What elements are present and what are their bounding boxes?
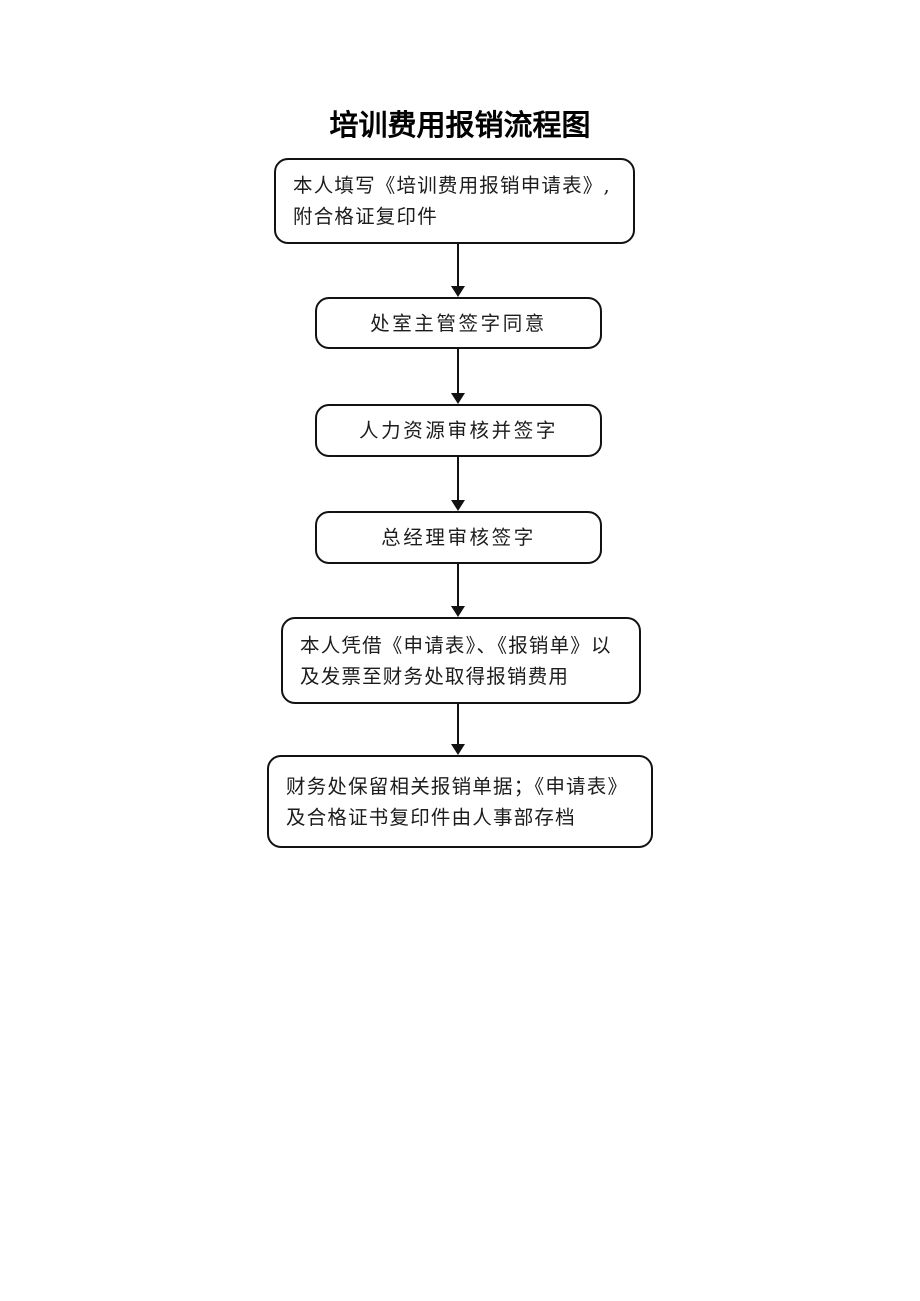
- flow-node-label: 人力资源审核并签字: [359, 419, 558, 442]
- arrow-head-icon: [451, 606, 465, 617]
- flow-node-step-2[interactable]: 处室主管签字同意: [315, 297, 602, 349]
- flow-connector-5-to-6: [447, 704, 469, 755]
- flow-node-label: 本人凭借《申请表》、《报销单》以 及发票至财务处取得报销费用: [300, 633, 612, 688]
- flow-node-label: 本人填写《培训费用报销申请表》, 附合格证复印件: [293, 174, 611, 228]
- arrow-head-icon: [451, 744, 465, 755]
- flow-node-step-4[interactable]: 总经理审核签字: [315, 511, 602, 564]
- flow-connector-1-to-2: [447, 244, 469, 297]
- flow-node-label: 财务处保留相关报销单据；《申请表》 及合格证书复印件由人事部存档: [286, 774, 629, 829]
- arrow-head-icon: [451, 393, 465, 404]
- arrow-head-icon: [451, 286, 465, 297]
- arrow-shaft: [457, 457, 460, 502]
- arrow-shaft: [457, 349, 460, 395]
- arrow-shaft: [457, 564, 460, 608]
- flow-connector-4-to-5: [447, 564, 469, 617]
- flow-connector-2-to-3: [447, 349, 469, 404]
- page-title: 培训费用报销流程图: [329, 108, 591, 142]
- flow-node-step-3[interactable]: 人力资源审核并签字: [315, 404, 602, 457]
- flow-node-step-6[interactable]: 财务处保留相关报销单据；《申请表》 及合格证书复印件由人事部存档: [267, 755, 653, 848]
- arrow-shaft: [457, 704, 460, 746]
- flow-node-step-1[interactable]: 本人填写《培训费用报销申请表》, 附合格证复印件: [274, 158, 635, 244]
- flow-node-step-5[interactable]: 本人凭借《申请表》、《报销单》以 及发票至财务处取得报销费用: [281, 617, 641, 704]
- flow-node-label: 处室主管签字同意: [370, 311, 547, 335]
- flow-node-label: 总经理审核签字: [381, 526, 536, 549]
- arrow-head-icon: [451, 500, 465, 511]
- arrow-shaft: [457, 244, 460, 288]
- flow-connector-3-to-4: [447, 457, 469, 511]
